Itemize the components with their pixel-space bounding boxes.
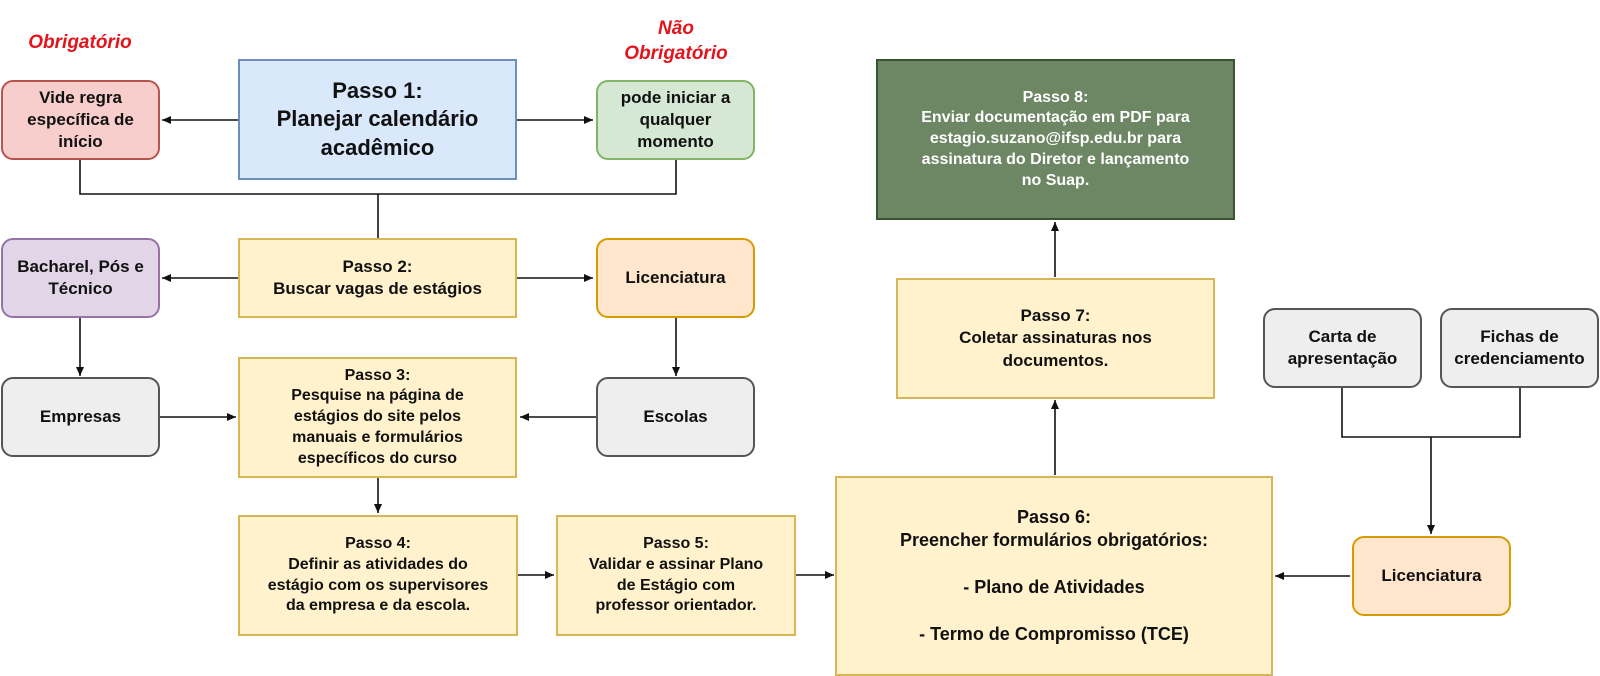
step-6-box: Passo 6: Preencher formulários obrigatór… [835, 476, 1273, 676]
step-7-box: Passo 7: Coletar assinaturas nos documen… [896, 278, 1215, 399]
step-2-box: Passo 2: Buscar vagas de estágios [238, 238, 517, 318]
step-5-box: Passo 5: Validar e assinar Plano de Está… [556, 515, 796, 636]
licenciatura-top-box: Licenciatura [596, 238, 755, 318]
fichas-credenciamento-box: Fichas de credenciamento [1440, 308, 1599, 388]
label-obrigatorio: Obrigatório [28, 32, 132, 53]
escolas-box: Escolas [596, 377, 755, 457]
step-3-box: Passo 3: Pesquise na página de estágios … [238, 357, 517, 478]
label-nao-obrigatorio: Não Obrigatório [624, 18, 728, 64]
empresas-box: Empresas [1, 377, 160, 457]
step-8-box: Passo 8: Enviar documentação em PDF para… [876, 59, 1235, 220]
vide-regra-box: Vide regra específica de início [1, 80, 160, 160]
step-1-box: Passo 1: Planejar calendário acadêmico [238, 59, 517, 180]
licenciatura-bottom-box: Licenciatura [1352, 536, 1511, 616]
carta-apresentacao-box: Carta de apresentação [1263, 308, 1422, 388]
bacharel-box: Bacharel, Pós e Técnico [1, 238, 160, 318]
step-4-box: Passo 4: Definir as atividades do estági… [238, 515, 518, 636]
connector-carta-fichas-bracket [1341, 388, 1521, 438]
pode-iniciar-box: pode iniciar a qualquer momento [596, 80, 755, 160]
